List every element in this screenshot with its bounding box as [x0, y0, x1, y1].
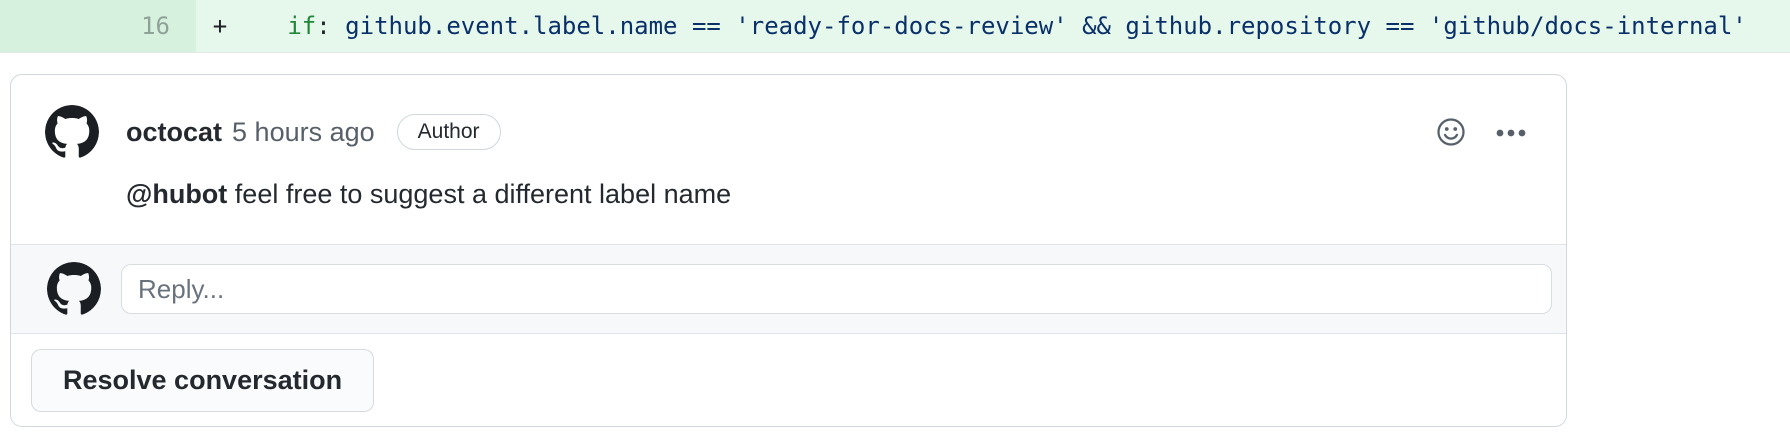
diff-code-cell: + if: github.event.label.name == 'ready-…	[196, 0, 1790, 52]
mention-link[interactable]: @hubot	[126, 179, 228, 209]
reply-row	[11, 244, 1566, 334]
comment-timestamp[interactable]: 5 hours ago	[232, 116, 375, 147]
diff-addition-marker: +	[212, 12, 228, 40]
code-indent	[244, 12, 287, 40]
reply-input[interactable]	[121, 264, 1552, 314]
comment-options-button[interactable]	[1492, 117, 1530, 147]
kebab-menu-icon	[1496, 129, 1526, 137]
comment-header: octocat 5 hours ago Author	[45, 105, 1530, 159]
diff-line-number: 16	[0, 0, 196, 52]
add-reaction-button[interactable]	[1436, 117, 1466, 147]
code-keyword: if	[287, 12, 317, 40]
review-thread-card: octocat 5 hours ago Author	[10, 74, 1567, 427]
thread-actions-row: Resolve conversation	[11, 334, 1566, 426]
viewer-avatar	[47, 262, 101, 315]
smiley-icon	[1437, 118, 1465, 146]
resolve-conversation-button[interactable]: Resolve conversation	[31, 348, 375, 412]
author-badge: Author	[396, 114, 501, 150]
octocat-avatar[interactable]	[45, 105, 99, 159]
comment-body: @hubot feel free to suggest a different …	[126, 176, 1530, 212]
diff-line-row: 16 + if: github.event.label.name == 'rea…	[0, 0, 1790, 53]
diff-code-text: if: github.event.label.name == 'ready-fo…	[244, 0, 1747, 52]
comment: octocat 5 hours ago Author	[11, 75, 1566, 244]
comment-text: feel free to suggest a different label n…	[227, 179, 732, 209]
code-punctuation: :	[316, 12, 346, 40]
code-expression: github.event.label.name == 'ready-for-do…	[345, 12, 1747, 40]
comment-author[interactable]: octocat	[126, 116, 223, 147]
